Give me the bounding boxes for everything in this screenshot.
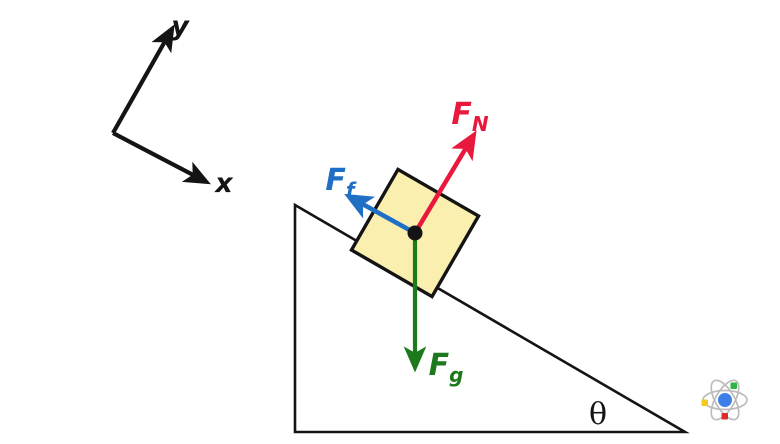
- yellow-electron-icon: [701, 399, 708, 406]
- gravity-force-label-subscript: g: [449, 363, 463, 387]
- incline-angle-label: θ: [589, 397, 607, 432]
- atom-logo: [701, 379, 748, 421]
- red-electron-icon: [721, 413, 728, 420]
- force-labels: FN Ff Fg: [325, 97, 488, 387]
- x-axis-arrow: [112, 131, 211, 185]
- coordinate-axes: y x: [111, 11, 234, 199]
- friction-force-label-subscript: f: [346, 178, 357, 202]
- atom-nucleus: [718, 393, 732, 407]
- friction-force-arrow: [344, 193, 417, 236]
- y-axis-arrow: [111, 24, 175, 135]
- x-axis-label: x: [213, 168, 234, 199]
- normal-force-label-base: F: [451, 97, 472, 132]
- friction-force-label-base: F: [325, 163, 346, 198]
- inclined-plane-triangle: θ: [293, 202, 690, 434]
- gravity-force-label-base: F: [429, 348, 450, 383]
- friction-force-label: Ff: [325, 163, 357, 202]
- normal-force-label-subscript: N: [472, 112, 489, 136]
- gravity-force-label: Fg: [429, 348, 464, 387]
- orbit-ellipse-2: [710, 379, 740, 421]
- green-electron-icon: [730, 382, 737, 389]
- triangle-outline: [293, 202, 690, 434]
- y-axis-label: y: [171, 11, 190, 42]
- orbit-ellipse-3: [710, 379, 740, 421]
- force-vectors: [344, 130, 477, 373]
- center-of-mass-dot: [407, 225, 423, 241]
- normal-force-arrow: [413, 130, 477, 235]
- normal-force-label: FN: [451, 97, 489, 136]
